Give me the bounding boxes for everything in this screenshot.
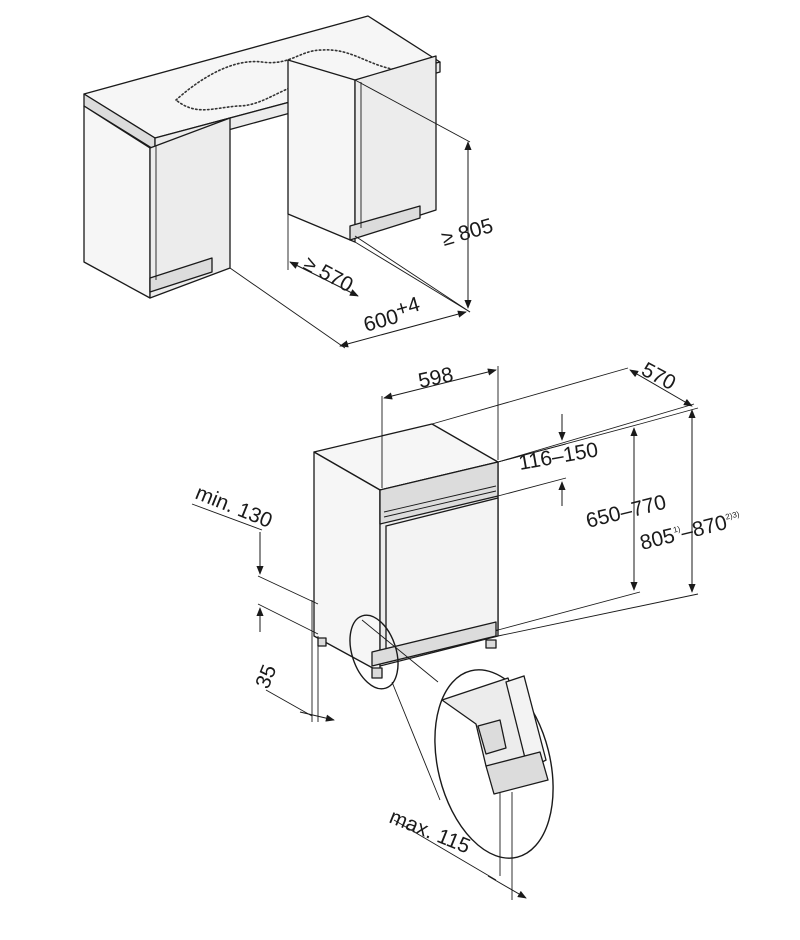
plinth-offset-label: 35: [251, 662, 281, 692]
kitchen-niche-drawing: [83, 15, 472, 349]
niche-width-label: 600+4: [359, 293, 424, 337]
niche-width-dimension: [339, 310, 467, 348]
dishwasher-drawing: [191, 366, 699, 900]
plinth-offset-dimension: [299, 711, 335, 722]
niche-depth-label: ≥ 570: [300, 252, 357, 297]
detail-magnification: [393, 669, 554, 900]
plinth-max-dimension: [487, 875, 527, 899]
plinth-min-label: min. 130: [192, 481, 275, 532]
plinth-max-label: max. 115: [386, 805, 473, 858]
right-cabinet-front: [354, 55, 437, 237]
left-cabinet-plinth: [149, 257, 213, 293]
dishwasher-base: [371, 621, 497, 667]
appliance-depth-dimension: [629, 369, 693, 407]
door-height-label: 650–770: [584, 491, 669, 533]
appliance-width-dimension: [383, 368, 497, 400]
right-cabinet-plinth: [349, 205, 421, 241]
appliance-depth-label: 570: [638, 358, 680, 395]
countertop-cutout-outline: [174, 49, 405, 111]
detail-marker-circle: [349, 614, 399, 690]
appliance-width-label: 598: [416, 363, 455, 393]
right-cabinet-side: [287, 59, 356, 243]
niche-depth-dimension: [289, 261, 359, 297]
niche-height-label: ≥ 805: [439, 214, 496, 251]
